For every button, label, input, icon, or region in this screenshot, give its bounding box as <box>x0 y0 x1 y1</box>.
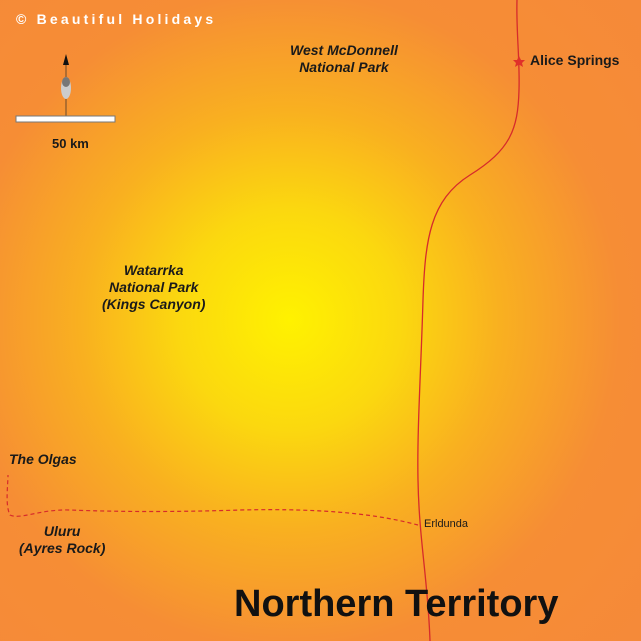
label-line: Uluru <box>43 523 81 539</box>
map-title: Northern Territory <box>234 583 559 625</box>
scale-label: 50 km <box>52 136 89 151</box>
label-line: Watarrka <box>123 262 184 278</box>
label-line: (Kings Canyon) <box>102 296 206 312</box>
label-the-olgas: The Olgas <box>9 451 77 467</box>
label-line: (Ayres Rock) <box>19 540 106 556</box>
label-line: National Park <box>299 59 389 75</box>
stuart-highway <box>417 0 520 641</box>
alice-springs-star-icon <box>513 56 525 67</box>
copyright: © Beautiful Holidays <box>16 11 217 27</box>
scale-bar <box>15 115 116 123</box>
label-uluru: Uluru(Ayres Rock) <box>19 523 105 557</box>
label-erldunda: Erldunda <box>424 518 469 530</box>
north-arrow-icon <box>61 54 71 117</box>
lasseter-highway <box>6 474 419 526</box>
label-alice-springs: Alice Springs <box>530 52 620 68</box>
label-line: West McDonnell <box>290 42 398 58</box>
label-line: National Park <box>108 279 199 295</box>
